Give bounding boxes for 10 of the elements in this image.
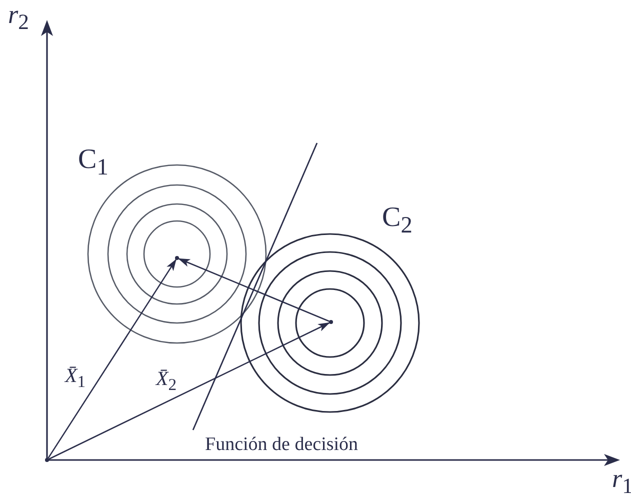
vector-point (329, 320, 333, 324)
axis-label: C$_{1}$ (78, 146, 108, 180)
vector-point (175, 256, 179, 260)
axis-label: Función de decisión (205, 435, 358, 454)
arrow (178, 258, 330, 322)
vector-point (45, 458, 49, 462)
arrow (48, 322, 330, 460)
axis-label: r$_{2}$ (8, 2, 29, 34)
axis-label: C$_{2}$ (382, 204, 412, 238)
arrow (48, 258, 176, 459)
